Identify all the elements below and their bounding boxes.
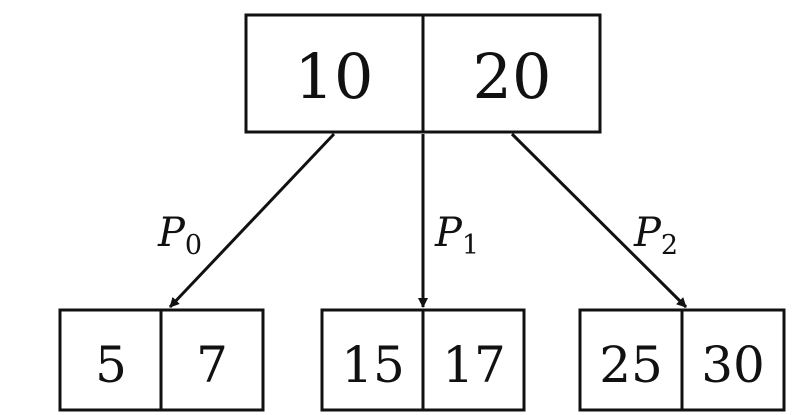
root-key-2: 20 [473, 40, 552, 113]
leaf-node-2: 15 17 [320, 308, 526, 412]
root-key-1: 10 [295, 40, 374, 113]
leaf-3-key-2: 30 [701, 336, 765, 394]
leaf-1-key-2: 7 [196, 336, 228, 394]
leaf-3-key-1: 25 [599, 336, 663, 394]
edge-p2 [510, 132, 688, 309]
leaf-2-key-1: 15 [341, 336, 405, 394]
pointer-label-p2: P2 [633, 210, 678, 261]
pointer-label-p0: P0 [157, 210, 202, 261]
pointer-label-p1: P1 [434, 210, 479, 261]
leaf-node-3: 25 30 [578, 308, 786, 412]
leaf-1-key-1: 5 [95, 336, 127, 394]
leaf-node-1: 5 7 [58, 308, 265, 412]
edges [168, 132, 688, 309]
edge-p0 [168, 132, 336, 309]
root-node: 10 20 [244, 13, 602, 134]
pointer-labels: P0 P1 P2 [157, 210, 678, 261]
leaf-2-key-2: 17 [442, 336, 506, 394]
